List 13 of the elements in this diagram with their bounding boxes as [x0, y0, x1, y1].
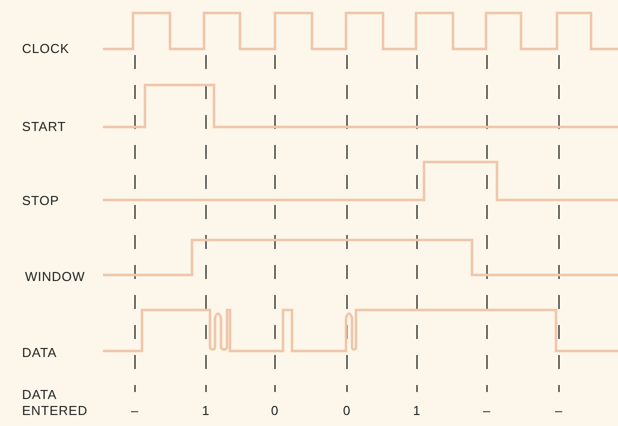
signal-label: CLOCK: [22, 41, 70, 57]
signal-label: START: [22, 119, 66, 135]
signal-label: WINDOW: [25, 269, 86, 285]
signal-label: DATA: [22, 345, 57, 361]
bit-value: 0: [343, 403, 351, 419]
signal-label: DATA ENTERED: [22, 387, 89, 419]
bit-value: 0: [271, 403, 279, 419]
bit-value: –: [483, 403, 491, 419]
signal-label: STOP: [22, 193, 60, 209]
bit-value: 1: [202, 403, 210, 419]
bit-value: 1: [413, 403, 421, 419]
bit-value: –: [131, 403, 139, 419]
bit-value: –: [555, 403, 563, 419]
